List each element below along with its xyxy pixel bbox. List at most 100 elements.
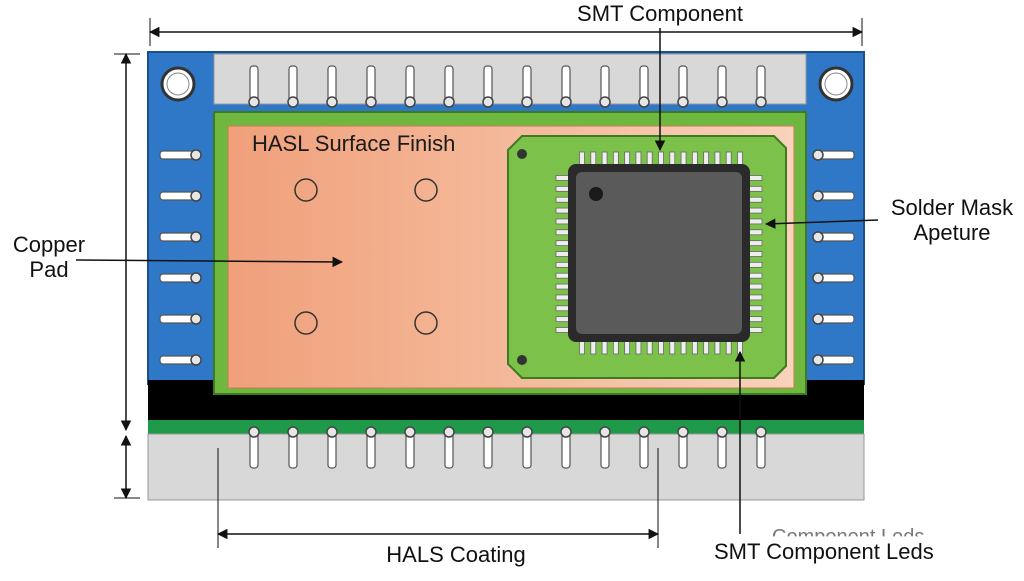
chip-lead-left	[555, 218, 571, 225]
side-pin-left-solder	[190, 354, 202, 366]
via	[414, 311, 438, 335]
chip-lead-right	[747, 316, 763, 323]
top-pin-solder	[599, 96, 611, 108]
label-solder-mask-line2: Apeture	[913, 220, 991, 246]
chip-lead-bottom	[680, 339, 687, 355]
bottom-pin-solder	[287, 426, 299, 438]
chip-lead-right	[747, 272, 763, 279]
top-pin-solder	[521, 96, 533, 108]
chip-lead-left	[555, 261, 571, 268]
chip-lead-bottom	[691, 339, 698, 355]
label-smt-component-leds: SMT Component Leds	[714, 539, 934, 564]
chip-lead-left	[555, 196, 571, 203]
chip-lead-right	[747, 294, 763, 301]
chip-lead-right	[747, 240, 763, 247]
chip-lead-bottom	[669, 339, 676, 355]
label-hasl-finish: HASL Surface Finish	[252, 131, 456, 156]
bottom-pins	[248, 426, 767, 469]
chip-lead-top	[635, 151, 642, 167]
side-pin-left-solder	[190, 190, 202, 202]
chip-lead-right	[747, 175, 763, 181]
label-solder-mask: Solder Mask Apeture	[882, 195, 1022, 246]
top-connector	[213, 53, 807, 105]
side-pin-right-solder	[812, 190, 824, 202]
chip-lead-bottom	[725, 339, 732, 355]
chip-lead-top	[646, 151, 653, 167]
side-pin-left-solder	[190, 272, 202, 284]
side-pin-right-solder	[812, 231, 824, 243]
chip-lead-bottom	[714, 339, 721, 355]
chip-lead-bottom	[612, 339, 619, 355]
top-pin-solder	[755, 96, 767, 108]
top-pin-solder	[482, 96, 494, 108]
top-pin-solder	[365, 96, 377, 108]
chip-lead-left	[555, 283, 571, 290]
chip-lead-bottom	[635, 339, 642, 355]
side-pin-right-solder	[812, 313, 824, 325]
top-pin-solder	[326, 96, 338, 108]
bottom-pin-solder	[404, 426, 416, 438]
bottom-pin-solder	[326, 426, 338, 438]
bottom-pin-solder	[443, 426, 455, 438]
fiducial	[517, 355, 527, 365]
via	[294, 178, 318, 202]
chip-lead-top	[680, 151, 687, 167]
fiducial	[517, 149, 527, 159]
label-hals-coating: HALS Coating	[386, 542, 526, 567]
chip-lead-left	[555, 185, 571, 192]
chip-lead-top	[624, 151, 631, 167]
side-pins	[159, 149, 855, 366]
chip-lead-bottom	[658, 339, 664, 355]
chip-lead-right	[747, 185, 763, 192]
chip-lead-left	[555, 251, 571, 257]
chip-lead-left	[555, 272, 571, 279]
chip-lead-top	[669, 151, 676, 167]
label-solder-mask-line1: Solder Mask	[890, 195, 1014, 220]
side-pin-left-solder	[190, 313, 202, 325]
side-pin-left-solder	[190, 231, 202, 243]
side-pin-right-solder	[812, 149, 824, 161]
chip-lead-right	[747, 196, 763, 203]
chip-lead-right	[747, 327, 763, 333]
chip-lead-left	[555, 175, 571, 181]
bottom-pin-solder	[365, 426, 377, 438]
side-pin-left-solder	[190, 149, 202, 161]
bottom-pin-solder	[482, 426, 494, 438]
label-smt-component: SMT Component	[577, 1, 743, 26]
bottom-pin-solder	[638, 426, 650, 438]
chip-leads	[555, 151, 763, 355]
chip-lead-top	[691, 151, 698, 167]
top-pin-solder	[677, 96, 689, 108]
chip-lead-right	[747, 251, 763, 257]
via	[414, 178, 438, 202]
top-pin-solder	[560, 96, 572, 108]
bottom-connector	[147, 433, 865, 501]
chip-lead-right	[747, 218, 763, 225]
chip-lead-top	[579, 151, 585, 167]
via	[294, 311, 318, 335]
label-copper-pad-line1: Copper	[12, 232, 86, 257]
bottom-pin-solder	[248, 426, 260, 438]
chip-lead-left	[555, 207, 571, 214]
chip-pin1-dot	[589, 187, 603, 201]
top-pin-solder	[716, 96, 728, 108]
chip-lead-right	[747, 207, 763, 214]
bottom-pin-solder	[677, 426, 689, 438]
chip-top	[576, 172, 742, 334]
chip-lead-bottom	[590, 339, 597, 355]
bottom-pin-solder	[560, 426, 572, 438]
chip-lead-top	[703, 151, 710, 167]
top-pin-solder	[638, 96, 650, 108]
label-copper-pad: Copper Pad	[0, 232, 98, 283]
top-pin-solder	[287, 96, 299, 108]
chip-lead-right	[747, 283, 763, 290]
side-pin-right-solder	[812, 354, 824, 366]
chip-lead-left	[555, 316, 571, 323]
chip-lead-bottom	[601, 339, 608, 355]
chip-lead-top	[737, 151, 743, 167]
chip-lead-right	[747, 229, 763, 236]
top-pin-solder	[404, 96, 416, 108]
chip-lead-top	[590, 151, 597, 167]
